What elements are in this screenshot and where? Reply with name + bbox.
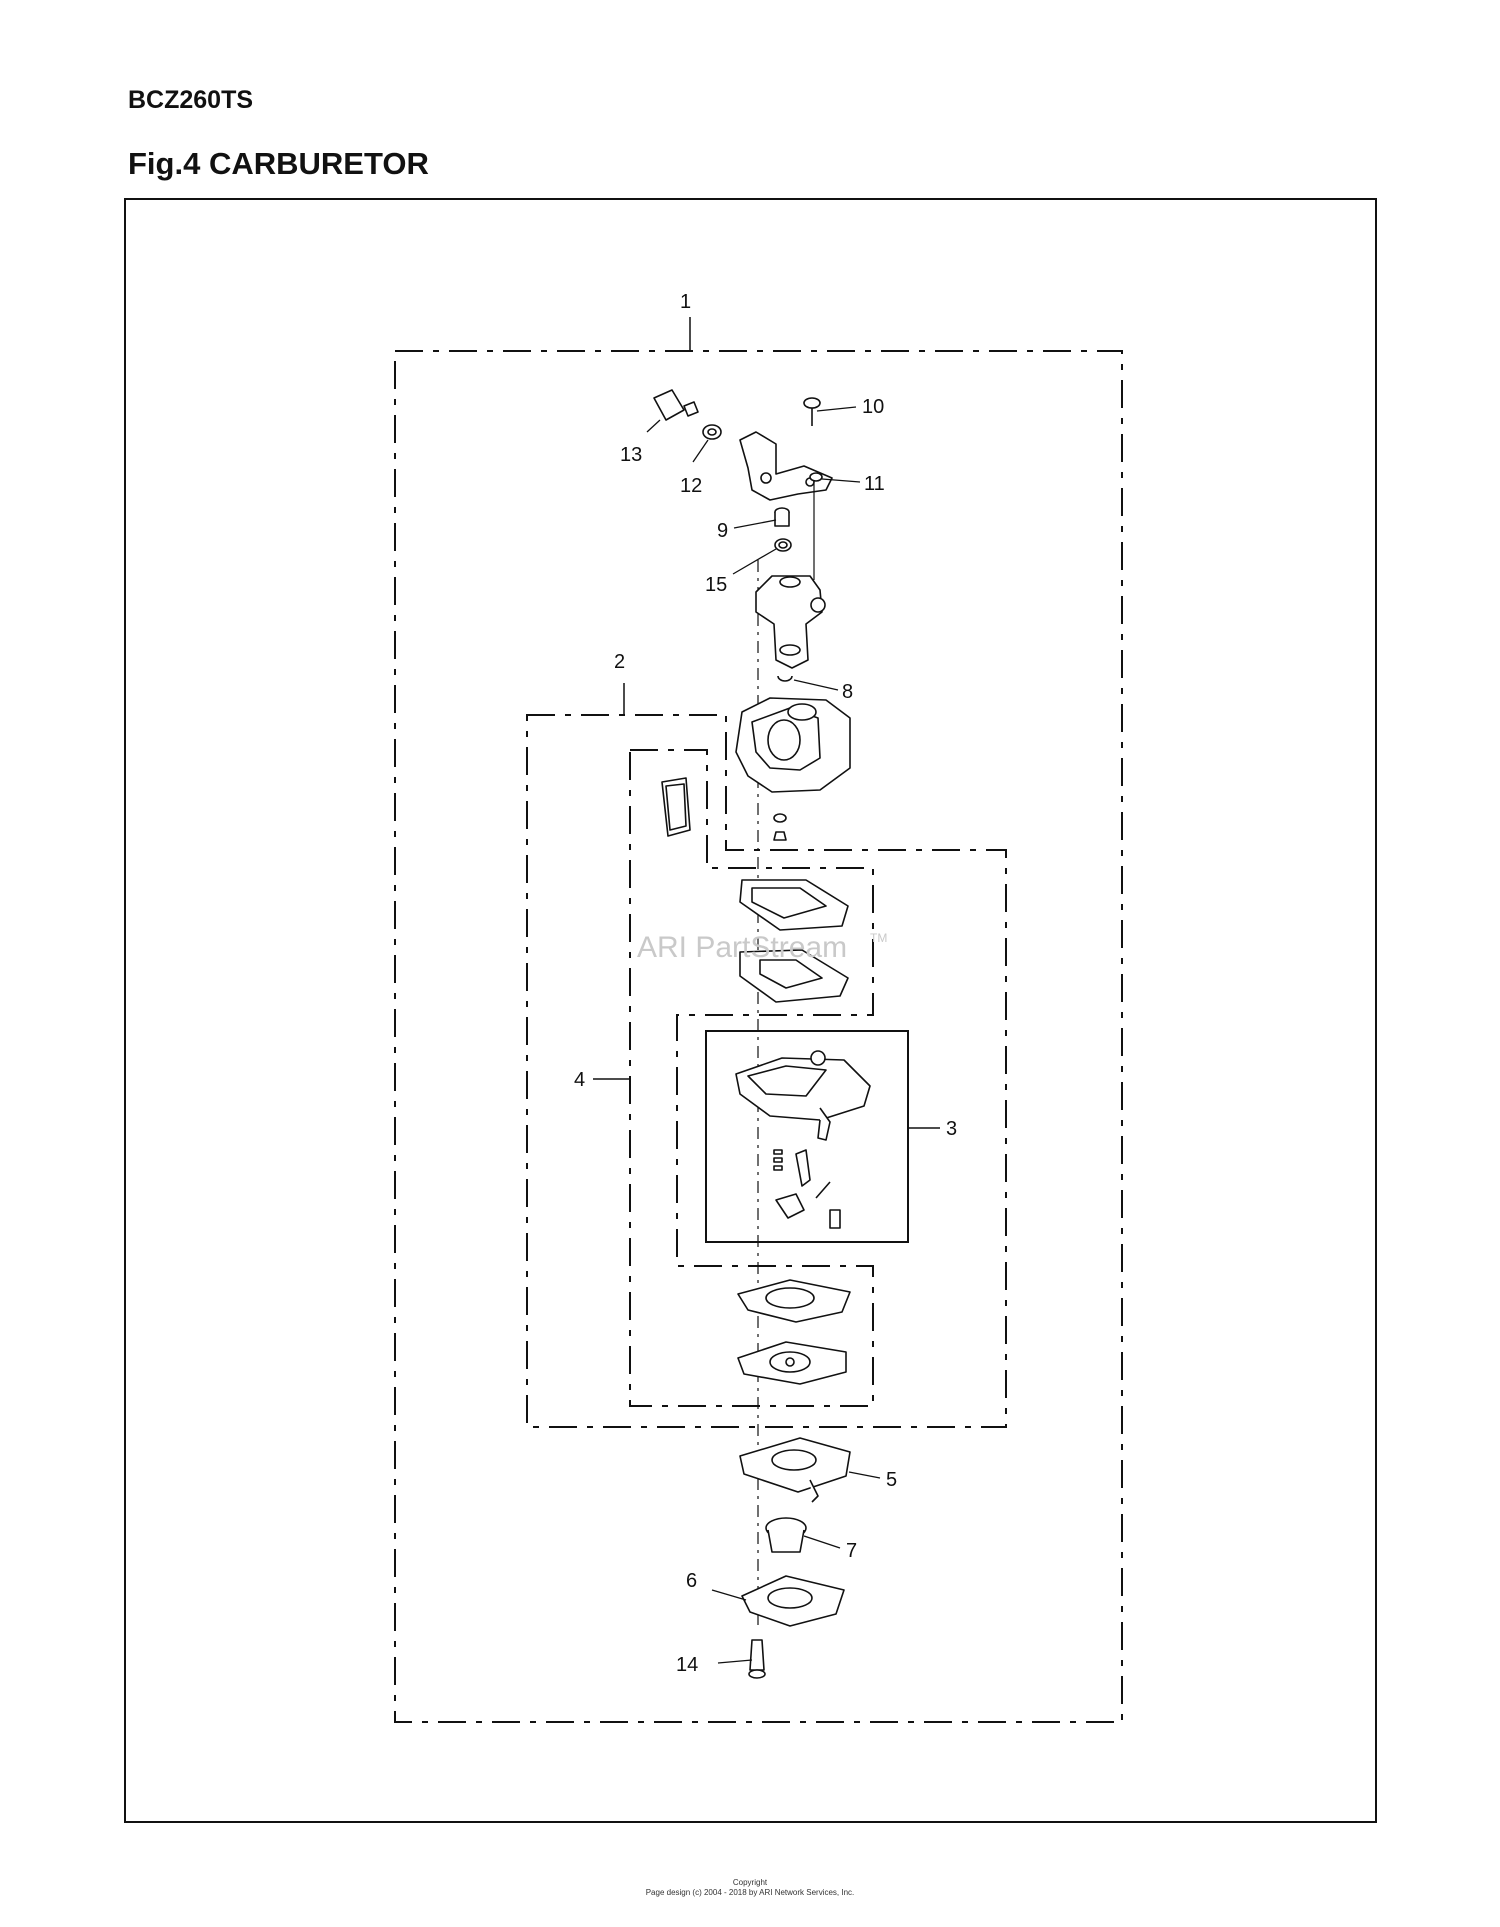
kit-2-boundary bbox=[526, 714, 1007, 1428]
metering-diaphragm-part bbox=[737, 1341, 847, 1385]
callout-7: 7 bbox=[846, 1540, 857, 1562]
pump-body-part bbox=[735, 1050, 871, 1141]
callout-2: 2 bbox=[614, 651, 625, 673]
callout-15: 15 bbox=[705, 574, 727, 596]
control-lever-part bbox=[775, 1193, 805, 1219]
primer-bulb-part bbox=[765, 1517, 807, 1553]
callout-11: 11 bbox=[864, 473, 885, 495]
gasket-part bbox=[739, 879, 849, 931]
callout-4: 4 bbox=[574, 1069, 585, 1091]
callout-10: 10 bbox=[862, 396, 884, 418]
idle-adjust-screw-part bbox=[653, 389, 699, 421]
callout-12: 12 bbox=[680, 475, 702, 497]
page-design-credit: Page design (c) 2004 - 2018 by ARI Netwo… bbox=[645, 1888, 855, 1897]
diagram-frame bbox=[124, 198, 1377, 1823]
e-ring-part bbox=[777, 675, 793, 682]
nut-part bbox=[702, 424, 722, 440]
throttle-lever-part bbox=[739, 431, 833, 501]
assembly-3-boundary bbox=[705, 1030, 909, 1243]
callout-5: 5 bbox=[886, 1469, 897, 1491]
inlet-needle-part bbox=[795, 1149, 811, 1187]
primer-cover-part bbox=[741, 1575, 845, 1627]
callout-9: 9 bbox=[717, 520, 728, 542]
o-ring-part bbox=[774, 538, 792, 552]
figure-title: Fig.4 CARBURETOR bbox=[128, 146, 429, 181]
fixing-screw-part bbox=[774, 507, 790, 527]
metering-gasket-part bbox=[737, 1279, 851, 1323]
callout-6: 6 bbox=[686, 1570, 697, 1592]
assembly-1-boundary bbox=[394, 350, 1123, 1723]
copyright-label: Copyright bbox=[732, 1878, 768, 1887]
pump-diaphragm-part bbox=[739, 949, 849, 1003]
callout-8: 8 bbox=[842, 681, 853, 703]
callout-13: 13 bbox=[620, 444, 642, 466]
lever-screw-small-part bbox=[829, 1209, 841, 1229]
callout-3: 3 bbox=[946, 1118, 957, 1140]
watermark-text: ARI PartStream bbox=[637, 931, 847, 964]
kit-4-boundary bbox=[629, 749, 874, 1407]
spring-part bbox=[773, 1149, 783, 1171]
metering-cover-part bbox=[739, 1437, 851, 1503]
carburetor-body-part bbox=[735, 697, 851, 793]
washer-part bbox=[809, 472, 823, 482]
lever-screw-part bbox=[803, 397, 821, 426]
callout-1: 1 bbox=[680, 291, 691, 313]
callout-14: 14 bbox=[676, 1654, 698, 1676]
model-number: BCZ260TS bbox=[128, 86, 254, 114]
throttle-barrel-part bbox=[755, 575, 826, 669]
cover-screw-part bbox=[748, 1639, 766, 1679]
watermark-trademark: TM bbox=[870, 931, 887, 945]
